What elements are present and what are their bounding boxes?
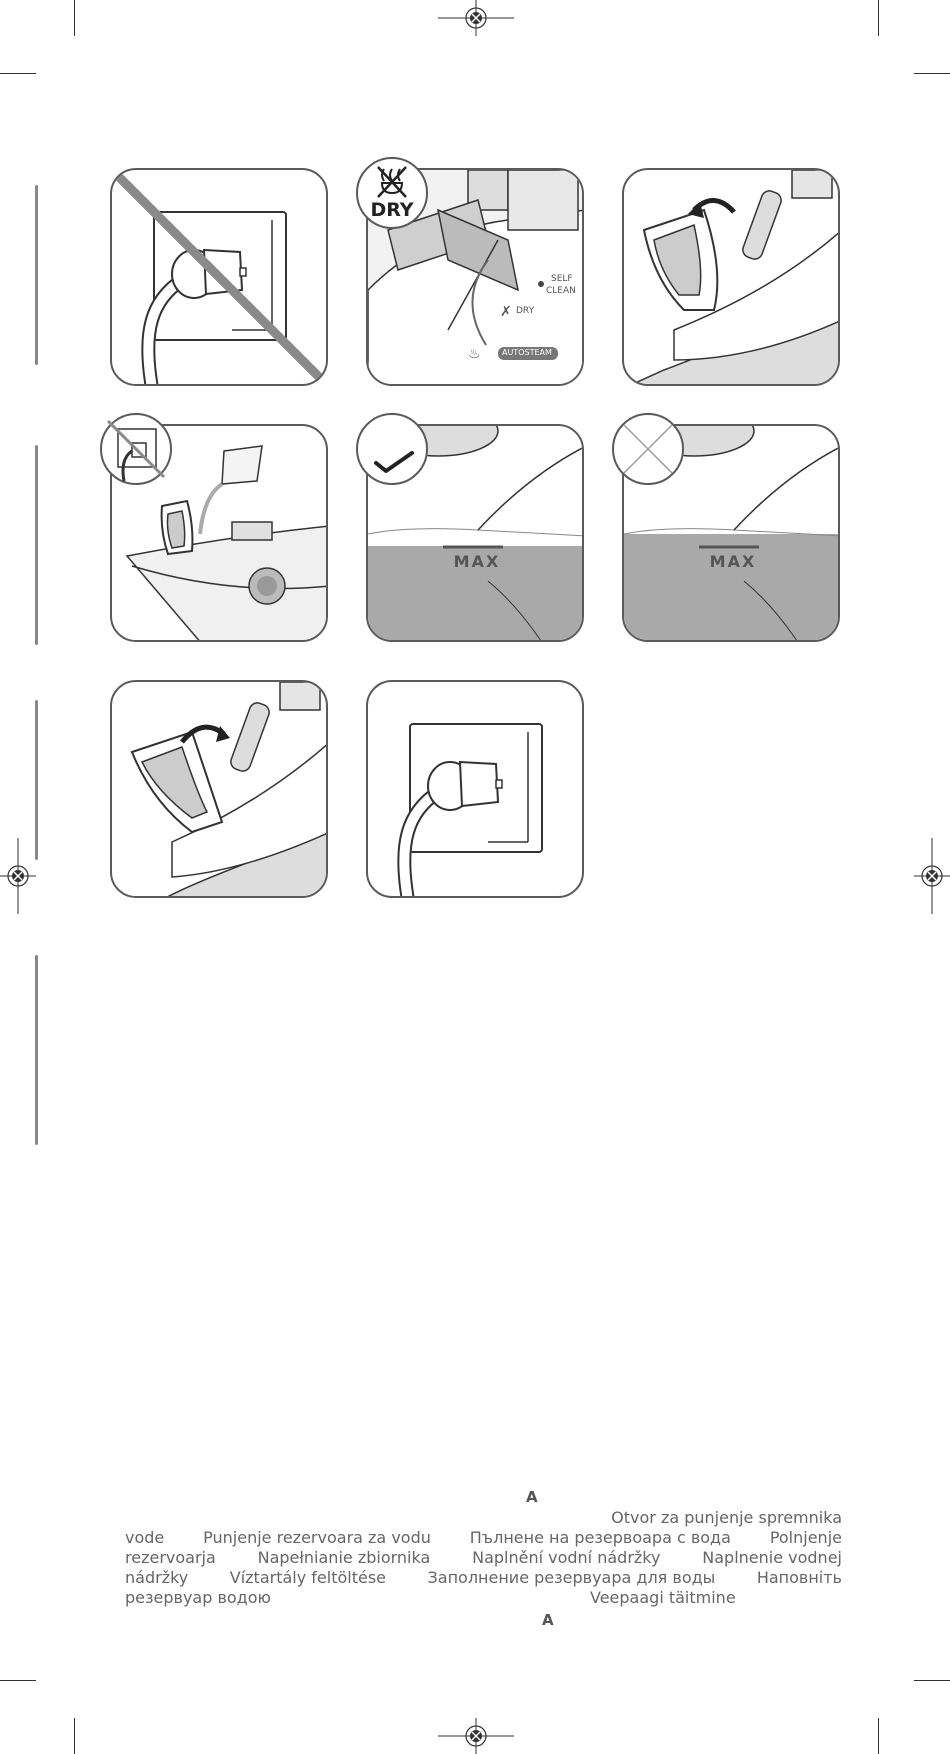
figure-max-level-over: MAX	[622, 424, 840, 642]
caption-text: Naplnenie vodnej	[702, 1548, 842, 1567]
figure-letter-bottom: A	[542, 1611, 554, 1629]
unplugged-badge	[100, 413, 172, 485]
steam-icon: ♨	[468, 346, 481, 362]
registration-mark-icon	[0, 838, 36, 914]
dial-dry-label: DRY	[516, 306, 535, 316]
crop-mark	[878, 0, 879, 36]
crop-mark	[878, 1718, 879, 1754]
caption-text: Punjenje rezervoara za vodu	[203, 1528, 431, 1547]
dry-badge-label: DRY	[370, 199, 414, 221]
dry-badge: DRY	[356, 157, 428, 229]
dial-clean-label: CLEAN	[546, 286, 576, 296]
registration-mark-icon	[438, 1718, 514, 1754]
caption-text: Naplnění vodní nádržky	[472, 1548, 661, 1567]
crop-mark	[74, 1718, 75, 1754]
cross-badge	[612, 413, 684, 485]
caption-text: Polnjenje	[769, 1528, 842, 1547]
caption-block: Otvor za punjenje spremnika vode Punjenj…	[125, 1508, 842, 1608]
caption-line: nádržky Víztartály feltöltése Заполнение…	[125, 1568, 842, 1588]
max-mark-label: MAX	[709, 552, 757, 571]
dial-autosteam-label: AUTOSTEAM	[502, 348, 552, 357]
caption-text: резервуар водою	[125, 1588, 271, 1607]
page-edge-rule	[35, 185, 38, 365]
max-mark-label: MAX	[453, 552, 501, 571]
figure-close-inlet	[110, 680, 328, 898]
crop-mark	[0, 73, 36, 74]
caption-text: rezervoarja	[125, 1548, 216, 1567]
figure-dry-setting: ✗ ♨ SELF CLEAN DRY AUTOSTEAM	[366, 168, 584, 386]
no-steam-icon	[380, 168, 404, 195]
caption-text: Заполнение резервуара для воды	[427, 1568, 716, 1587]
caption-line: vode Punjenje rezervoara za vodu Пълнене…	[125, 1528, 842, 1548]
crop-mark	[0, 1680, 36, 1681]
caption-text: Veepaagi täitmine	[590, 1588, 736, 1607]
x-icon: ✗	[500, 304, 512, 320]
caption-text: Наповніть	[756, 1568, 842, 1587]
page-edge-rule	[35, 700, 38, 860]
check-icon	[374, 451, 414, 473]
figure-unplug-crossed	[110, 168, 328, 386]
caption-text: vode	[125, 1528, 165, 1547]
caption-line: резервуар водою Veepaagi täitmine	[125, 1588, 842, 1608]
caption-text: Víztartály feltöltése	[229, 1568, 386, 1587]
dial-self-label: SELF	[551, 274, 573, 284]
check-badge	[356, 413, 428, 485]
caption-text: Napełnianie zbiornika	[257, 1548, 431, 1567]
caption-text: nádržky	[125, 1568, 189, 1587]
caption-line: Otvor za punjenje spremnika	[125, 1508, 842, 1528]
caption-text: Otvor za punjenje spremnika	[611, 1508, 842, 1527]
crop-mark	[914, 1680, 950, 1681]
crop-mark	[914, 73, 950, 74]
page-edge-rule	[35, 445, 38, 645]
figure-open-inlet	[622, 168, 840, 386]
caption-line: rezervoarja Napełnianie zbiornika Naplně…	[125, 1548, 842, 1568]
registration-mark-icon	[914, 838, 950, 914]
registration-mark-icon	[438, 0, 514, 36]
figure-letter-top: A	[526, 1488, 538, 1506]
crop-mark	[74, 0, 75, 36]
figure-plug-in	[366, 680, 584, 898]
caption-text: Пълнене на резервоара с вода	[469, 1528, 731, 1547]
page-edge-rule	[35, 955, 38, 1145]
